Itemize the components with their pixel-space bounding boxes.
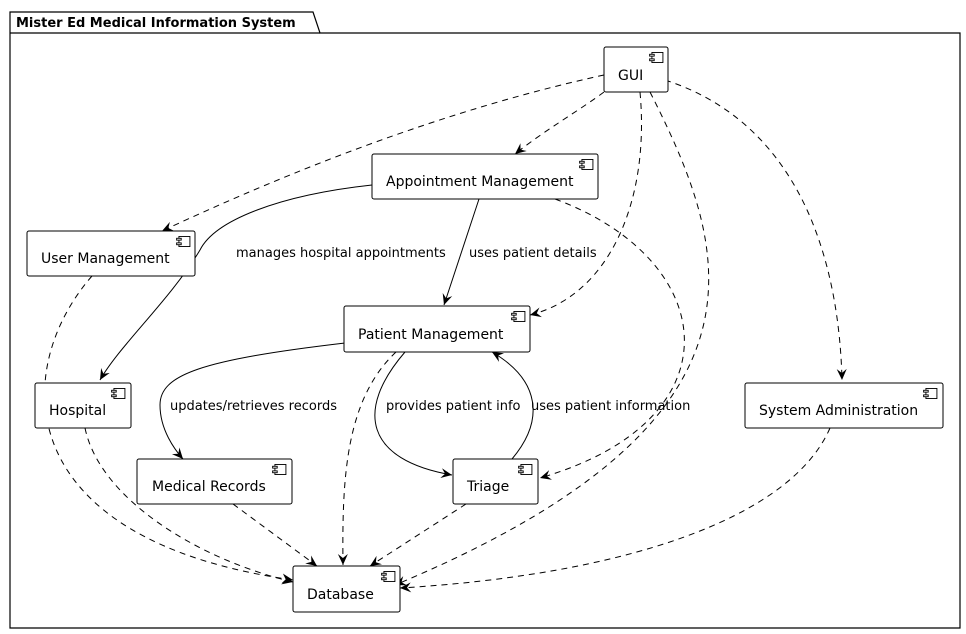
- edge-hospital-database: [84, 427, 294, 585]
- label-uses-patient-information: uses patient information: [531, 399, 690, 414]
- edge-triage-database: [369, 503, 467, 567]
- edge-appointment-hospital: [99, 184, 373, 381]
- component-label-database: Database: [307, 587, 374, 603]
- edges: [44, 74, 847, 593]
- edge-gui-user-management: [161, 74, 605, 232]
- component-label-hospital: Hospital: [49, 403, 106, 419]
- component-icon: [272, 464, 287, 475]
- component-patient-management[interactable]: Patient Management: [343, 305, 531, 353]
- edge-patient-triage: [374, 351, 453, 479]
- component-label-gui: GUI: [618, 68, 643, 84]
- label-manages-hospital-appointments: manages hospital appointments: [236, 246, 446, 261]
- component-medical-records[interactable]: Medical Records: [136, 458, 293, 505]
- edge-gui-database: [394, 91, 710, 586]
- component-icon: [176, 236, 191, 247]
- edge-sysadmin-database: [399, 427, 831, 593]
- edge-appointment-triage: [539, 198, 685, 480]
- component-label-patient-management: Patient Management: [358, 327, 504, 343]
- component-system-administration[interactable]: System Administration: [744, 382, 944, 429]
- component-icon: [511, 311, 526, 322]
- component-label-appointment-management: Appointment Management: [386, 174, 574, 190]
- component-database[interactable]: Database: [292, 565, 401, 613]
- component-triage[interactable]: Triage: [452, 458, 539, 505]
- component-hospital[interactable]: Hospital: [34, 382, 132, 429]
- edge-patient-records: [159, 342, 346, 460]
- component-user-management[interactable]: User Management: [26, 230, 196, 277]
- component-gui[interactable]: GUI: [603, 46, 669, 93]
- component-icon: [579, 159, 594, 170]
- label-updates-retrieves-records: updates/retrieves records: [170, 399, 337, 414]
- component-icon: [649, 52, 664, 63]
- component-icon: [111, 388, 126, 399]
- edge-user-database: [44, 275, 294, 584]
- edge-labels: manages hospital appointments uses patie…: [170, 246, 690, 414]
- component-label-user-management: User Management: [41, 251, 170, 267]
- package-title: Mister Ed Medical Information System: [16, 16, 296, 31]
- component-icon: [923, 388, 938, 399]
- edge-patient-database: [337, 351, 397, 566]
- component-appointment-management[interactable]: Appointment Management: [371, 153, 599, 200]
- component-label-medical-records: Medical Records: [152, 479, 266, 495]
- component-label-system-administration: System Administration: [759, 403, 918, 419]
- component-icon: [518, 464, 533, 475]
- component-label-triage: Triage: [466, 479, 509, 495]
- edge-triage-patient: [491, 351, 534, 460]
- edge-gui-patient: [529, 91, 642, 318]
- label-uses-patient-details: uses patient details: [469, 246, 597, 261]
- label-provides-patient-info: provides patient info: [386, 399, 521, 414]
- component-icon: [381, 571, 396, 582]
- edge-appointment-patient: [442, 198, 480, 306]
